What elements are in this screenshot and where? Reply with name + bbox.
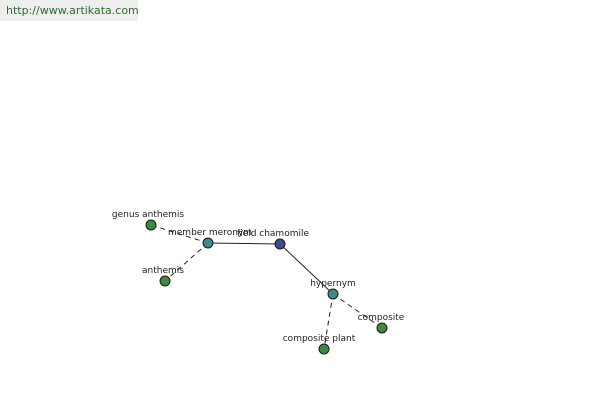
node-label-field-chamomile[interactable]: field chamomile bbox=[237, 229, 309, 239]
edge-hypernym-to-composite bbox=[332, 293, 383, 329]
node-hypernym[interactable]: hypernym bbox=[310, 279, 356, 300]
node-composite-plant[interactable]: composite plant bbox=[283, 334, 356, 355]
node-dot-anthemis[interactable] bbox=[159, 275, 171, 287]
node-member-meronym[interactable]: member meronym bbox=[168, 228, 252, 249]
node-label-genus-anthemis[interactable]: genus anthemis bbox=[112, 210, 184, 220]
node-label-member-meronym[interactable]: member meronym bbox=[168, 228, 252, 238]
edge-field-chamomile-to-member-meronym bbox=[207, 242, 281, 245]
node-anthemis[interactable]: anthemis bbox=[142, 266, 184, 287]
site-url[interactable]: http://www.artikata.com bbox=[0, 0, 139, 21]
edge-member-meronym-to-anthemis bbox=[164, 242, 209, 282]
node-dot-genus-anthemis[interactable] bbox=[145, 219, 157, 231]
node-field-chamomile[interactable]: field chamomile bbox=[237, 229, 309, 250]
edge-member-meronym-to-genus-anthemis bbox=[150, 224, 209, 244]
node-label-anthemis[interactable]: anthemis bbox=[142, 266, 184, 276]
node-dot-field-chamomile[interactable] bbox=[274, 238, 286, 250]
node-label-composite-plant[interactable]: composite plant bbox=[283, 334, 356, 344]
node-dot-composite[interactable] bbox=[376, 322, 388, 334]
node-dot-member-meronym[interactable] bbox=[202, 237, 214, 249]
edges-layer bbox=[150, 224, 383, 350]
edge-hypernym-to-composite-plant bbox=[323, 293, 334, 350]
node-label-hypernym[interactable]: hypernym bbox=[310, 279, 356, 289]
node-dot-composite-plant[interactable] bbox=[318, 343, 330, 355]
node-genus-anthemis[interactable]: genus anthemis bbox=[112, 210, 184, 231]
edge-field-chamomile-to-hypernym bbox=[279, 243, 334, 295]
node-composite[interactable]: composite bbox=[358, 313, 405, 334]
node-label-composite[interactable]: composite bbox=[358, 313, 405, 323]
node-dot-hypernym[interactable] bbox=[327, 288, 339, 300]
